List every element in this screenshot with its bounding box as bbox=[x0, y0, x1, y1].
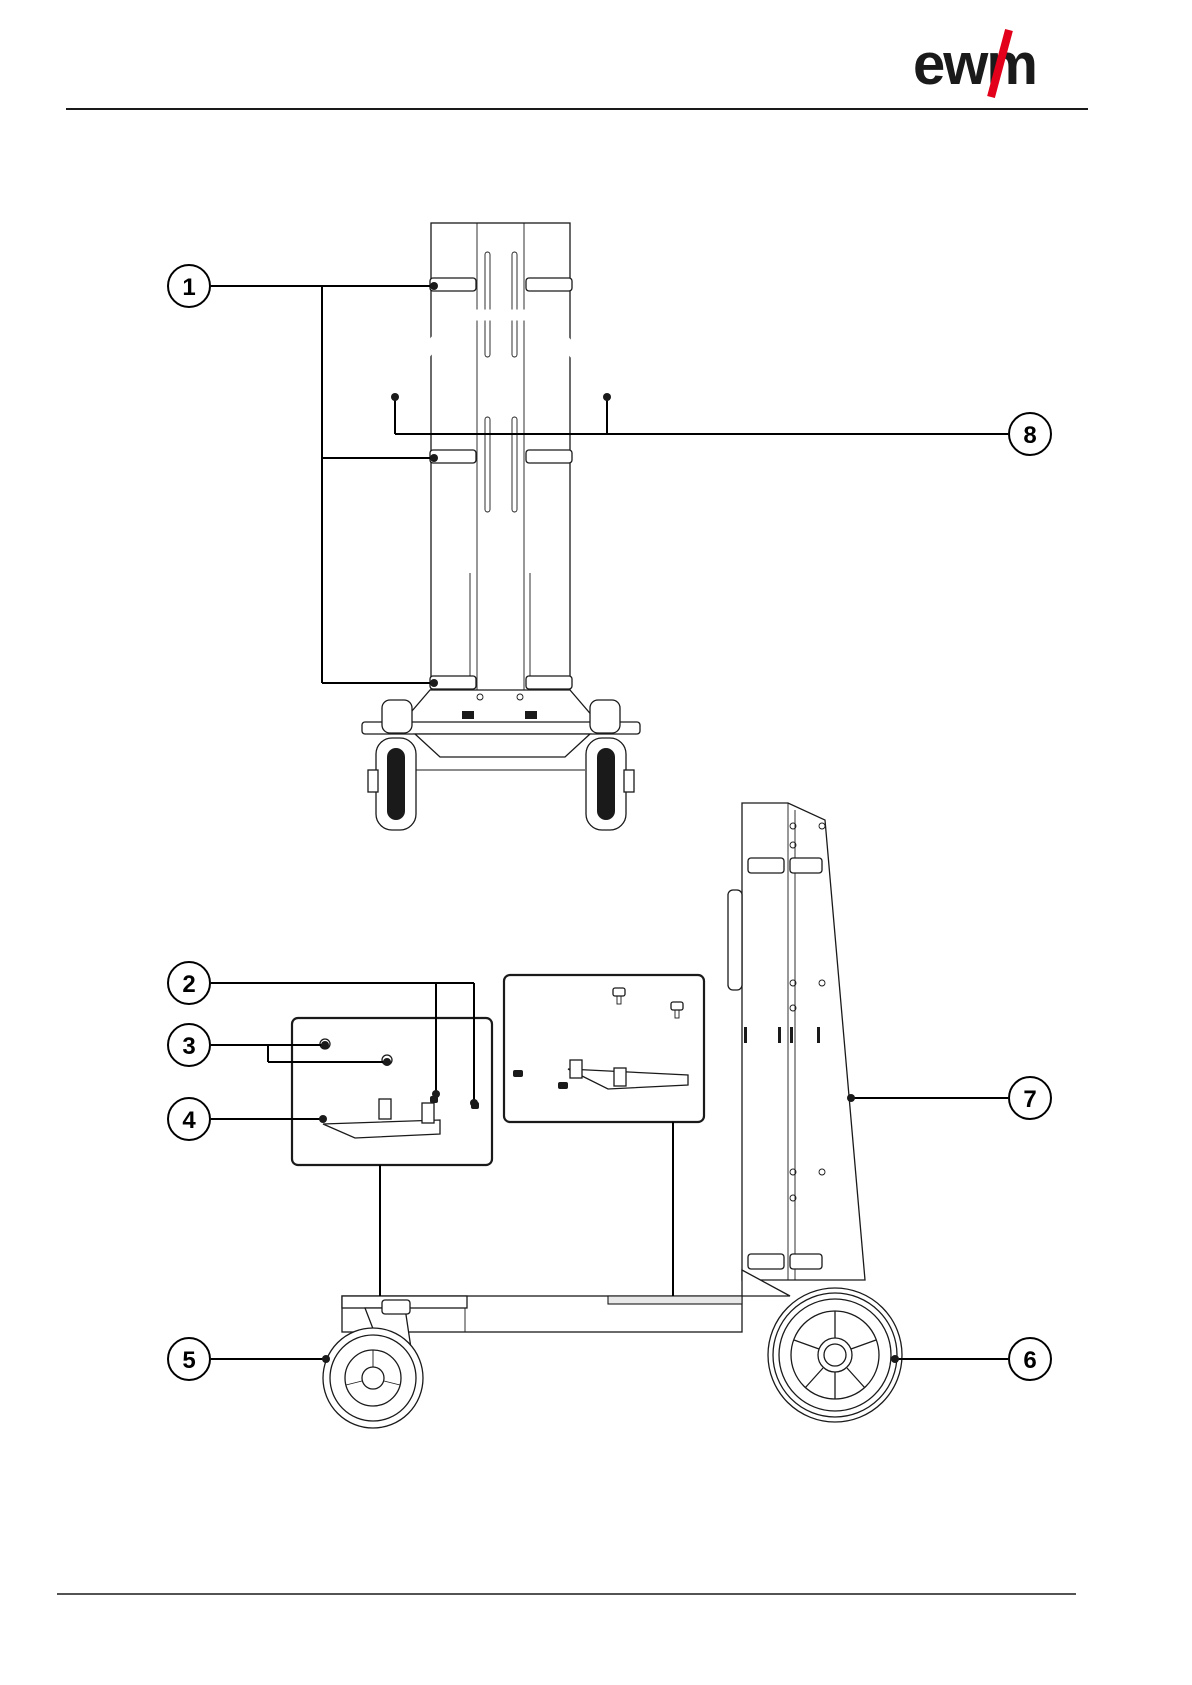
callout-5: 5 bbox=[168, 1338, 210, 1380]
callout-4: 4 bbox=[168, 1098, 210, 1140]
callout-7: 7 bbox=[1009, 1077, 1051, 1119]
callout-5-label: 5 bbox=[182, 1347, 195, 1374]
callout-2: 2 bbox=[168, 962, 210, 1004]
callout-6: 6 bbox=[1009, 1338, 1051, 1380]
detail-box-left bbox=[292, 1018, 492, 1296]
front-view bbox=[358, 223, 642, 830]
callout-2-label: 2 bbox=[182, 971, 195, 998]
callout-3-label: 3 bbox=[182, 1033, 195, 1060]
callout-3: 3 bbox=[168, 1024, 210, 1066]
callout-7-label: 7 bbox=[1023, 1086, 1036, 1113]
callout-6-label: 6 bbox=[1023, 1347, 1036, 1374]
logo-text: ewm bbox=[913, 32, 1036, 97]
callout-8-label: 8 bbox=[1023, 422, 1036, 449]
callout-1-label: 1 bbox=[182, 274, 195, 301]
callout-4-label: 4 bbox=[182, 1107, 196, 1134]
callout-8: 8 bbox=[1009, 413, 1051, 455]
ewm-logo: ewm bbox=[913, 30, 1036, 97]
callout-1: 1 bbox=[168, 265, 210, 307]
detail-box-right bbox=[504, 975, 704, 1296]
